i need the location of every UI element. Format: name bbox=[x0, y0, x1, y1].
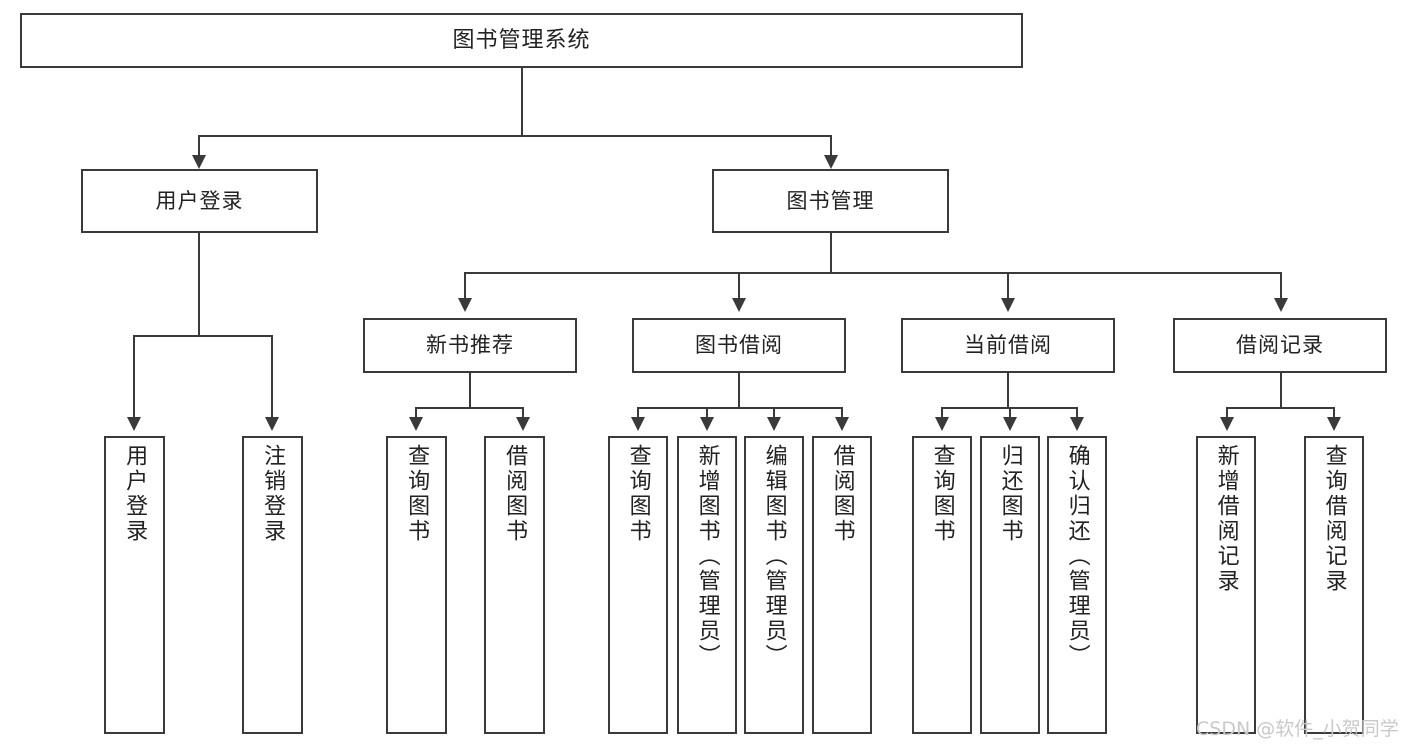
connector-new-book-to-query bbox=[415, 407, 417, 419]
node-label: 查询图书 bbox=[625, 444, 651, 544]
connector-bm-to-borrow-record bbox=[1280, 272, 1282, 300]
leaf-recommend-query-book[interactable]: 查询图书 bbox=[386, 436, 447, 734]
connector-user-login-to-logout bbox=[271, 335, 273, 419]
arrowhead-new-book-to-query bbox=[409, 417, 423, 431]
arrowhead-bb-to-query bbox=[631, 417, 645, 431]
connector-cb-to-query bbox=[941, 407, 943, 419]
connector-root-to-book-management bbox=[830, 135, 832, 157]
node-label: 借阅图书 bbox=[502, 444, 528, 544]
arrowhead-br-to-query bbox=[1327, 417, 1341, 431]
connector-root-to-user-login bbox=[198, 135, 200, 157]
connector-bb-to-query bbox=[637, 407, 639, 419]
node-book-borrow[interactable]: 图书借阅 bbox=[632, 318, 846, 373]
node-label: 确认归还（管理员） bbox=[1064, 444, 1090, 669]
connector-br-to-query bbox=[1333, 407, 1335, 419]
arrowhead-br-to-add bbox=[1220, 417, 1234, 431]
node-label: 借阅图书 bbox=[829, 444, 855, 544]
leaf-borrow-add-book-admin[interactable]: 新增图书（管理员） bbox=[677, 436, 737, 734]
connector-borrow-record-bus bbox=[1226, 407, 1334, 409]
leaf-current-query-book[interactable]: 查询图书 bbox=[912, 436, 972, 734]
connector-bb-to-borrow bbox=[841, 407, 843, 419]
node-user-login[interactable]: 用户登录 bbox=[81, 169, 318, 233]
leaf-current-return-book[interactable]: 归还图书 bbox=[980, 436, 1040, 734]
leaf-borrow-edit-book-admin[interactable]: 编辑图书（管理员） bbox=[744, 436, 804, 734]
node-borrow-record[interactable]: 借阅记录 bbox=[1173, 318, 1387, 373]
arrowhead-bm-to-current-borrow bbox=[1001, 298, 1015, 312]
connector-br-to-add bbox=[1226, 407, 1228, 419]
node-new-book-recommend[interactable]: 新书推荐 bbox=[363, 318, 577, 373]
connector-user-login-stem bbox=[198, 233, 200, 335]
csdn-watermark: CSDN @软件_小贺同学 bbox=[1196, 718, 1399, 740]
arrowhead-cb-to-confirm bbox=[1070, 417, 1084, 431]
arrowhead-bm-to-new-book bbox=[458, 298, 472, 312]
connector-user-login-bus bbox=[133, 335, 272, 337]
leaf-record-query-record[interactable]: 查询借阅记录 bbox=[1304, 436, 1364, 734]
arrowhead-user-login-to-login bbox=[127, 417, 141, 431]
connector-bb-to-add bbox=[706, 407, 708, 419]
leaf-current-confirm-return-admin[interactable]: 确认归还（管理员） bbox=[1047, 436, 1107, 734]
arrowhead-bm-to-book-borrow bbox=[732, 298, 746, 312]
connector-bm-to-current-borrow bbox=[1007, 272, 1009, 300]
connector-bm-to-book-borrow bbox=[738, 272, 740, 300]
connector-current-borrow-stem bbox=[1007, 373, 1009, 407]
node-current-borrow[interactable]: 当前借阅 bbox=[901, 318, 1115, 373]
node-label: 注销登录 bbox=[260, 444, 286, 544]
node-label: 当前借阅 bbox=[964, 333, 1052, 358]
connector-cb-to-return bbox=[1009, 407, 1011, 419]
connector-bm-to-new-book bbox=[464, 272, 466, 300]
node-label: 图书借阅 bbox=[695, 333, 783, 358]
node-label: 归还图书 bbox=[997, 444, 1023, 544]
arrowhead-root-to-book-management bbox=[824, 155, 838, 169]
arrowhead-cb-to-return bbox=[1003, 417, 1017, 431]
node-label: 图书管理系统 bbox=[452, 27, 591, 53]
arrowhead-bb-to-edit bbox=[767, 417, 781, 431]
connector-book-management-bus bbox=[464, 272, 1282, 274]
connector-new-book-to-borrow bbox=[522, 407, 524, 419]
node-label: 查询借阅记录 bbox=[1321, 444, 1347, 594]
node-root-book-management-system[interactable]: 图书管理系统 bbox=[20, 13, 1023, 68]
node-label: 查询图书 bbox=[929, 444, 955, 544]
connector-root-stem bbox=[521, 68, 523, 135]
node-label: 用户登录 bbox=[122, 444, 148, 544]
connector-cb-to-confirm bbox=[1076, 407, 1078, 419]
arrowhead-bb-to-add bbox=[700, 417, 714, 431]
node-label: 新书推荐 bbox=[426, 333, 514, 358]
arrowhead-bm-to-borrow-record bbox=[1274, 298, 1288, 312]
arrowhead-bb-to-borrow bbox=[835, 417, 849, 431]
node-label: 新增图书（管理员） bbox=[694, 444, 720, 669]
node-book-management[interactable]: 图书管理 bbox=[712, 169, 949, 233]
connector-book-borrow-bus bbox=[637, 407, 843, 409]
leaf-user-logout[interactable]: 注销登录 bbox=[242, 436, 303, 734]
arrowhead-cb-to-query bbox=[935, 417, 949, 431]
connector-book-management-stem bbox=[830, 233, 832, 272]
connector-new-book-stem bbox=[469, 373, 471, 407]
node-label: 用户登录 bbox=[155, 188, 244, 213]
node-label: 新增借阅记录 bbox=[1213, 444, 1239, 594]
connector-bb-to-edit bbox=[773, 407, 775, 419]
leaf-recommend-borrow-book[interactable]: 借阅图书 bbox=[484, 436, 545, 734]
arrowhead-root-to-user-login bbox=[192, 155, 206, 169]
connector-borrow-record-stem bbox=[1280, 373, 1282, 407]
node-label: 编辑图书（管理员） bbox=[761, 444, 787, 669]
leaf-borrow-query-book[interactable]: 查询图书 bbox=[608, 436, 668, 734]
arrowhead-new-book-to-borrow bbox=[516, 417, 530, 431]
connector-user-login-to-login bbox=[133, 335, 135, 419]
connector-book-borrow-stem bbox=[738, 373, 740, 407]
leaf-user-login[interactable]: 用户登录 bbox=[104, 436, 165, 734]
leaf-borrow-borrow-book[interactable]: 借阅图书 bbox=[812, 436, 872, 734]
connector-new-book-bus bbox=[415, 407, 523, 409]
node-label: 图书管理 bbox=[786, 188, 875, 213]
connector-root-bus bbox=[198, 135, 832, 137]
leaf-record-add-record[interactable]: 新增借阅记录 bbox=[1196, 436, 1256, 734]
arrowhead-user-login-to-logout bbox=[265, 417, 279, 431]
node-label: 查询图书 bbox=[404, 444, 430, 544]
node-label: 借阅记录 bbox=[1236, 333, 1324, 358]
